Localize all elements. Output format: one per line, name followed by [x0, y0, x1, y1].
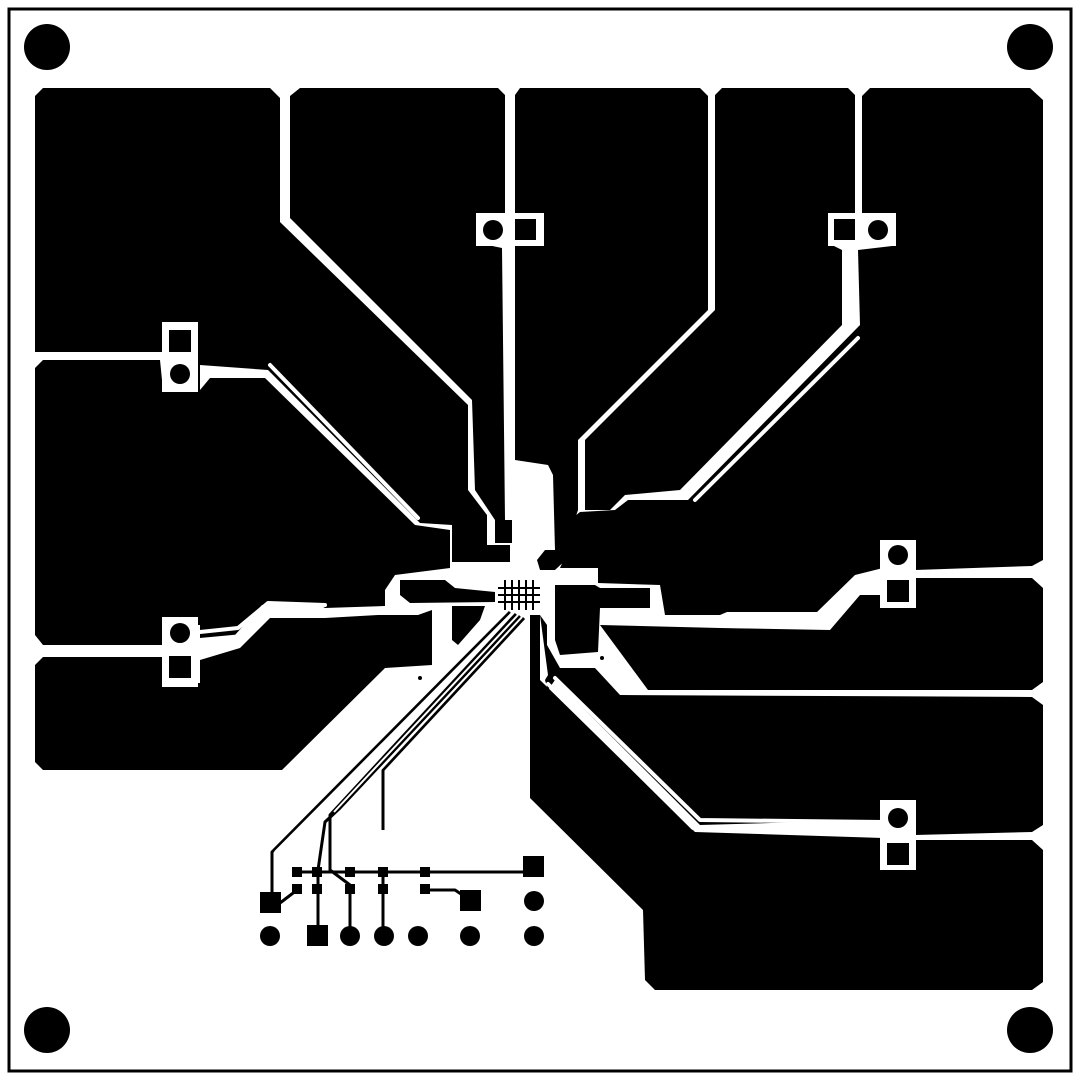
connector-footprints	[162, 213, 916, 870]
smd-pad	[312, 867, 322, 877]
copper-pour-center-pad-right	[555, 585, 650, 655]
vias	[418, 453, 604, 680]
via	[600, 656, 604, 660]
square-pad	[169, 656, 191, 678]
signal-trace	[328, 612, 518, 930]
header-pin-round	[374, 926, 394, 946]
trace-isolation-line	[333, 614, 519, 813]
via	[418, 676, 422, 680]
trace-isolation	[274, 611, 523, 853]
square-pad	[887, 580, 909, 602]
smd-pad	[345, 867, 355, 877]
isolation-gap	[686, 328, 854, 497]
header-pin-round	[260, 926, 280, 946]
round-pad	[888, 545, 908, 565]
header-pin-round	[340, 926, 360, 946]
copper-pour-center-pad-lower-left	[452, 606, 485, 645]
copper-pour-right-upper	[560, 88, 1043, 615]
copper-pour-top-center	[515, 88, 708, 570]
header-pin-round	[524, 891, 544, 911]
header-pin-square	[260, 892, 281, 913]
isolation-gap	[725, 576, 885, 622]
isolation-gap	[268, 373, 417, 524]
copper-pour-upper-left	[35, 88, 510, 562]
mounting-holes	[24, 24, 1053, 1053]
round-pad	[888, 808, 908, 828]
copper-pour-bottom-right	[530, 612, 1043, 990]
copper-pour-right-middle	[600, 578, 1043, 690]
smd-pad	[345, 884, 355, 894]
header-pin-square	[523, 856, 544, 877]
header-pin-square	[460, 890, 481, 911]
isolation-gaps	[198, 328, 885, 832]
isolation-gap	[198, 601, 327, 634]
connector-footprint-left-upper	[162, 322, 198, 392]
trace-isolation-line	[379, 616, 523, 771]
isolation-gap	[268, 363, 420, 520]
signal-trace	[381, 616, 526, 830]
square-pad	[515, 219, 536, 240]
smd-pad	[292, 867, 302, 877]
header-pin-round	[408, 926, 428, 946]
connector-footprint-right-lower	[880, 800, 916, 870]
via	[573, 453, 577, 457]
header-pin-square	[307, 925, 328, 946]
header-pins	[260, 856, 544, 946]
ic-pins	[498, 580, 540, 610]
smd-pad	[378, 867, 388, 877]
round-pad	[483, 220, 503, 240]
round-pad	[170, 364, 190, 384]
round-pad	[868, 220, 888, 240]
square-pad	[834, 219, 855, 240]
smd-pad	[420, 867, 430, 877]
smd-pad	[378, 884, 388, 894]
trace-isolation-line	[274, 611, 514, 853]
isolation-gap	[546, 682, 885, 832]
square-pad	[169, 330, 191, 352]
copper-pour-center-pad-left	[400, 580, 495, 603]
copper-pour-right-lower	[540, 615, 1043, 835]
isolation-gap	[553, 676, 885, 824]
header-pin-round	[460, 926, 480, 946]
mounting-hole-top-right	[1007, 24, 1053, 70]
mounting-hole-bottom-right	[1007, 1007, 1053, 1053]
copper-pour-top-center-left	[290, 88, 512, 543]
smd-pad	[292, 884, 302, 894]
connector-footprint-top-right	[828, 213, 896, 246]
mounting-hole-top-left	[24, 24, 70, 70]
copper-pour-left-lower	[35, 610, 432, 770]
signal-trace	[270, 610, 512, 895]
connector-footprint-right-middle	[880, 540, 916, 608]
isolation-gap	[198, 609, 327, 642]
smd-pads	[292, 867, 430, 894]
ic-footprint	[495, 575, 545, 615]
round-pad	[170, 623, 190, 643]
isolation-gap	[693, 336, 860, 502]
smd-pad	[420, 884, 430, 894]
connector-footprint-left-lower	[162, 617, 198, 687]
connector-footprint-top-center	[476, 213, 544, 246]
smd-pad	[312, 884, 322, 894]
header-pin-round	[524, 926, 544, 946]
copper-pour-top-right-inner	[585, 88, 855, 510]
mounting-hole-bottom-left	[24, 1007, 70, 1053]
copper-pour-left-middle	[35, 360, 450, 645]
isolation-gap	[725, 588, 885, 629]
copper-pours	[35, 88, 1043, 990]
square-pad	[887, 843, 909, 865]
